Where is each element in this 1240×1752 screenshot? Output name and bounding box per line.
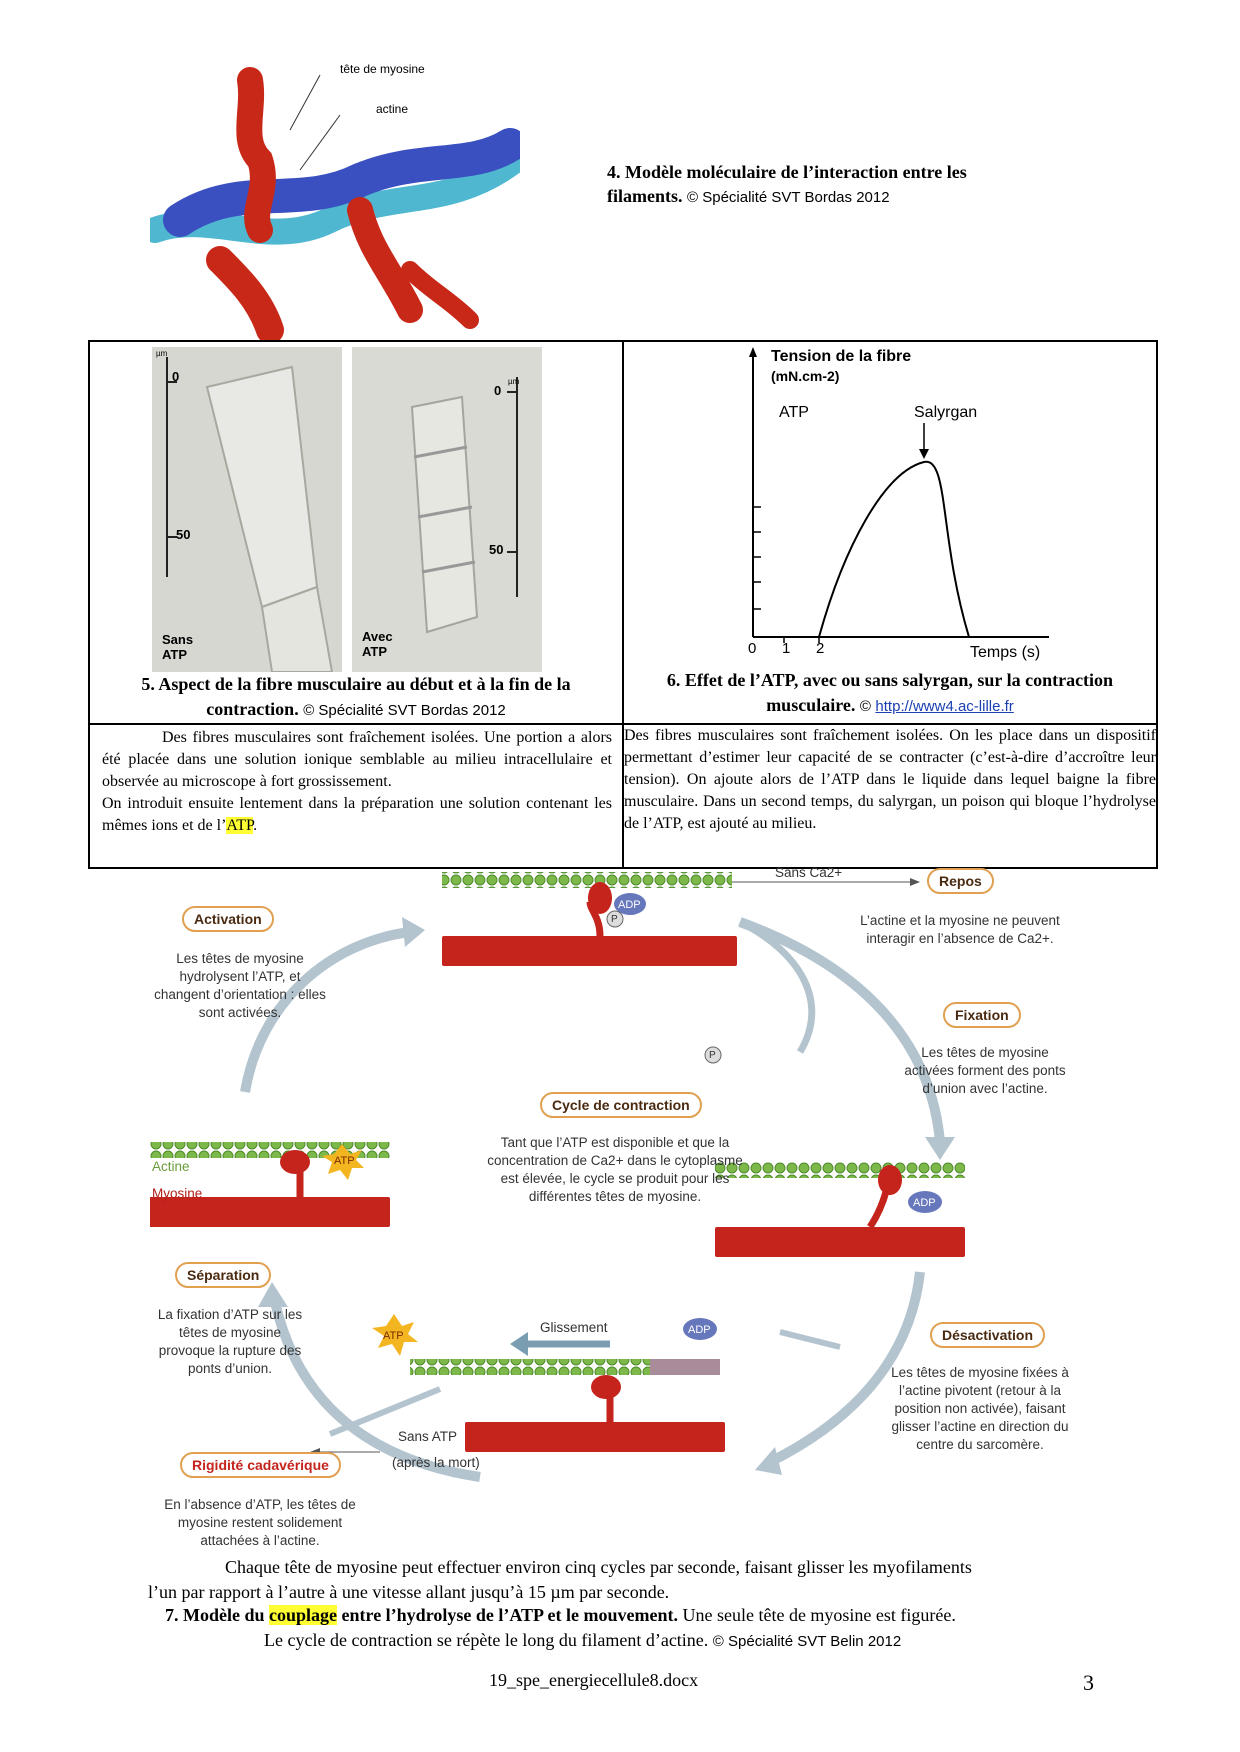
fig4-illustration: tête de myosine actine [150, 60, 520, 340]
salyrgan-label: Salyrgan [914, 404, 977, 422]
fig7-cycle: Sans Ca2+ Repos L’actine et la myosine n… [150, 862, 1080, 1542]
fig7-caption-part2: entre l’hydrolyse de l’ATP et le mouveme… [342, 1605, 678, 1625]
tension-graph [749, 347, 1049, 647]
fig6-copyright: © [860, 698, 871, 715]
fig5-micrograph-right: 0 µm 50 Avec ATP [352, 347, 542, 672]
label-avec-atp: Avec ATP [362, 629, 402, 659]
actin-myosin-molecular-model [150, 60, 520, 340]
activation-text: Les têtes de myosine hydrolysent l’ATP, … [150, 950, 330, 1022]
fig5-cell: 0 µm 50 Sans ATP [89, 341, 623, 724]
y-axis-label-1: Tension de la fibre [771, 348, 911, 366]
ac-lille-link[interactable]: http://www4.ac-lille.fr [875, 698, 1013, 715]
tick-2: 2 [816, 640, 824, 657]
fig5-micrograph-left: 0 µm 50 Sans ATP [152, 347, 342, 672]
atp-highlight: ATP [226, 817, 253, 834]
adp-badge-free: ADP [688, 1321, 711, 1339]
myosine-label: Myosine [152, 1185, 202, 1203]
fig6-text: Des fibres musculaires sont fraîchement … [623, 724, 1157, 868]
figures-5-6-table: 0 µm 50 Sans ATP [88, 340, 1158, 869]
actine-label: Actine [152, 1158, 190, 1176]
couplage-highlight: couplage [269, 1605, 337, 1625]
fig6-cell: Tension de la fibre (mN.cm-2) ATP Salyrg… [623, 341, 1157, 724]
footer-filename: 19_spe_energiecellule8.docx [489, 1670, 698, 1691]
page-number: 3 [1083, 1670, 1094, 1696]
atp-label: ATP [779, 404, 809, 422]
apres-mort-label: (après la mort) [392, 1454, 480, 1472]
fig6-graph-area: Tension de la fibre (mN.cm-2) ATP Salyrg… [624, 342, 1156, 720]
scale-left-unit: µm [156, 349, 167, 358]
fiber-with-atp [352, 347, 542, 672]
fixation-label: Fixation [943, 1002, 1021, 1028]
scale-right-50: 50 [489, 542, 503, 557]
repos-text: L’actine et la myosine ne peuvent intera… [850, 912, 1070, 948]
rigidite-text: En l’absence d’ATP, les têtes de myosine… [160, 1496, 360, 1550]
scale-left-0: 0 [172, 369, 179, 384]
fiber-without-atp [152, 347, 342, 672]
sans-atp-label: Sans ATP [398, 1428, 457, 1446]
fig4-caption: 4. Modèle moléculaire de l’interaction e… [607, 160, 1037, 210]
fig5-text-p2: On introduit ensuite lentement dans la p… [102, 795, 612, 834]
fig7-caption-part1: 7. Modèle du [165, 1605, 265, 1625]
activation-label: Activation [182, 906, 274, 932]
desactivation-text: Les têtes de myosine fixées à l’actine p… [890, 1364, 1070, 1454]
fig5-text-p1: Des fibres musculaires sont fraîchement … [102, 729, 612, 790]
adp-badge-top: ADP [618, 896, 641, 914]
glissement-label: Glissement [540, 1319, 608, 1337]
bottom-line-4-text: Le cycle de contraction se répète le lon… [264, 1630, 708, 1650]
fig7-copyright: © Spécialité SVT Belin 2012 [713, 1633, 901, 1650]
fig4-copyright: © Spécialité SVT Bordas 2012 [687, 189, 890, 206]
fig5-copyright: © Spécialité SVT Bordas 2012 [303, 702, 506, 719]
fig7-caption: 7. Modèle du couplage entre l’hydrolyse … [165, 1603, 956, 1627]
bottom-line-4: Le cycle de contraction se répète le lon… [264, 1628, 901, 1654]
rigidite-label: Rigidité cadavérique [180, 1452, 341, 1478]
p-badge-top: P [611, 911, 618, 929]
scale-left-50: 50 [176, 527, 190, 542]
label-sans-atp: Sans ATP [162, 632, 202, 662]
myosin-head-label: tête de myosine [340, 62, 425, 76]
fig5-text: Des fibres musculaires sont fraîchement … [89, 724, 623, 868]
fig7-caption-normal: Une seule tête de myosine est figurée. [682, 1605, 955, 1625]
bottom-line-1: Chaque tête de myosine peut effectuer en… [225, 1555, 972, 1579]
desactivation-label: Désactivation [930, 1322, 1045, 1348]
scale-right-unit: µm [508, 377, 519, 386]
fig5-image-area: 0 µm 50 Sans ATP [90, 342, 622, 720]
p-badge-free: P [709, 1047, 716, 1065]
fixation-text: Les têtes de myosine activées forment de… [900, 1044, 1070, 1098]
repos-label: Repos [927, 868, 994, 894]
cycle-label: Cycle de contraction [540, 1092, 702, 1118]
cycle-text: Tant que l’ATP est disponible et que la … [485, 1134, 745, 1206]
separation-text: La fixation d’ATP sur les têtes de myosi… [150, 1306, 310, 1378]
separation-label: Séparation [175, 1262, 271, 1288]
adp-badge-right: ADP [913, 1194, 936, 1212]
x-axis-label: Temps (s) [970, 644, 1040, 662]
tick-1: 1 [782, 640, 790, 657]
fig6-caption: 6. Effet de l’ATP, avec ou sans salyrgan… [624, 668, 1156, 719]
scale-right-0: 0 [494, 383, 501, 398]
atp-badge-left: ATP [334, 1152, 355, 1170]
sans-ca-label: Sans Ca2+ [775, 864, 842, 882]
tick-0: 0 [748, 640, 756, 657]
y-axis-label-2: (mN.cm-2) [771, 368, 839, 384]
fig5-caption: 5. Aspect de la fibre musculaire au débu… [90, 672, 622, 723]
bottom-line-2: l’un par rapport à l’autre à une vitesse… [148, 1580, 669, 1604]
atp-badge-free: ATP [383, 1327, 404, 1345]
actin-label: actine [376, 102, 408, 116]
fig5-text-p2-end: . [253, 817, 257, 834]
